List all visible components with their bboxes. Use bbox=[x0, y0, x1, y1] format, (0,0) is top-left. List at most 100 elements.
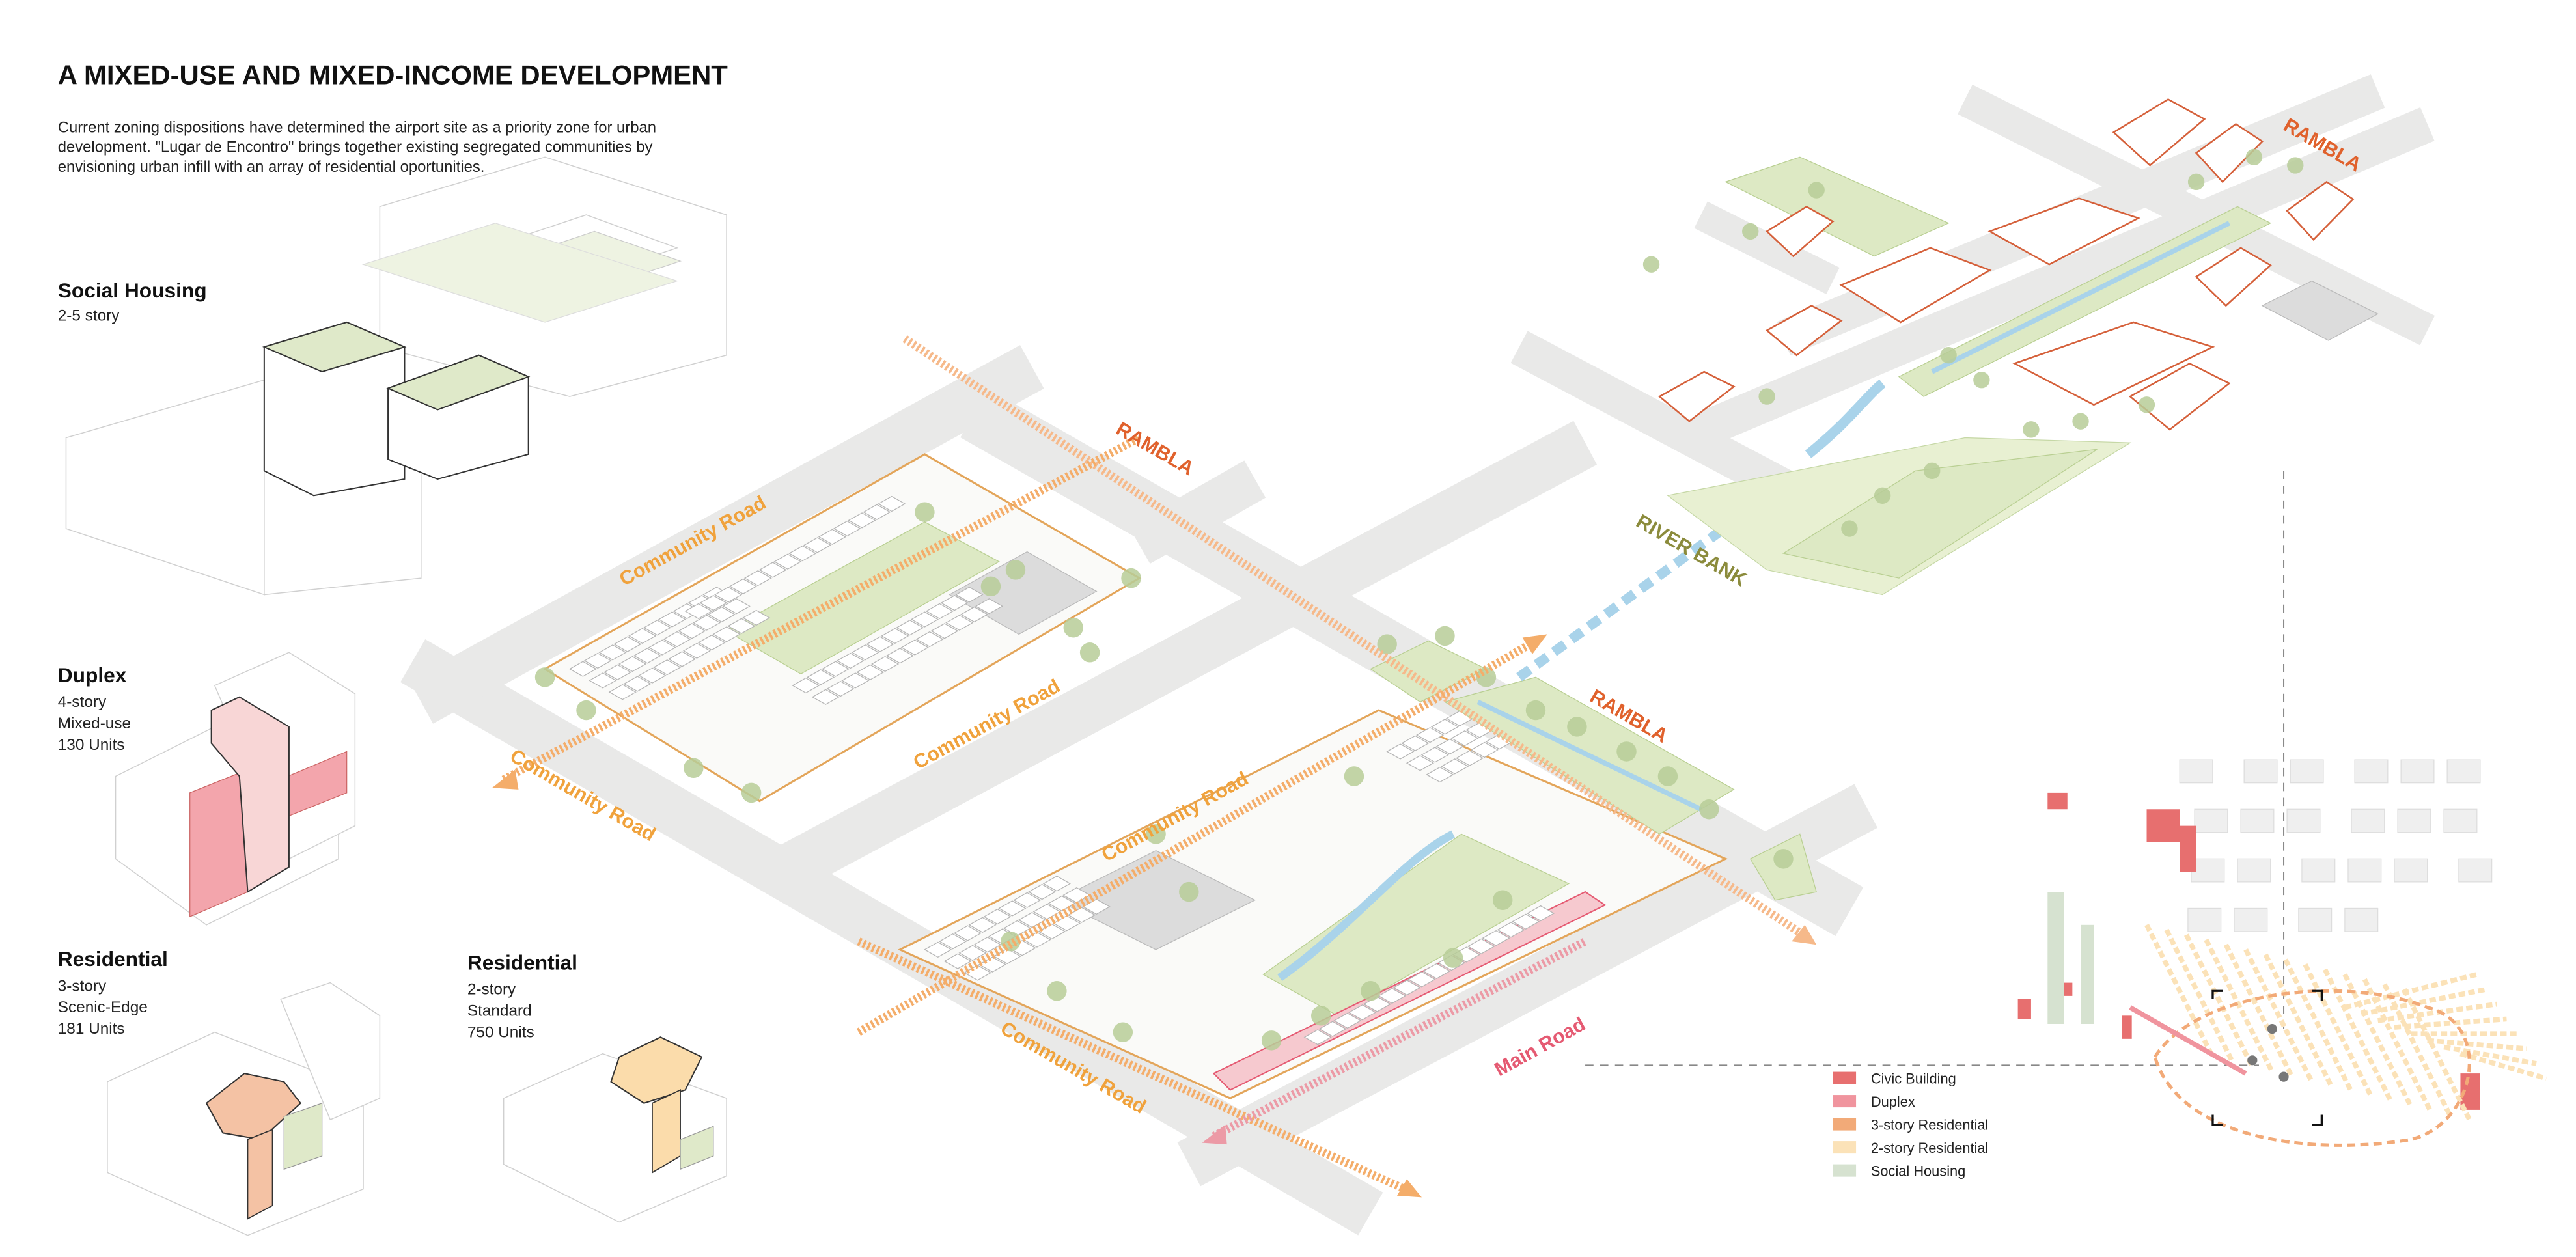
house bbox=[693, 615, 721, 631]
house bbox=[653, 659, 682, 676]
house bbox=[1422, 963, 1451, 979]
tree bbox=[1079, 642, 1100, 663]
house bbox=[697, 634, 726, 651]
tree bbox=[1261, 1030, 1282, 1051]
house bbox=[975, 598, 1003, 615]
tree bbox=[2245, 148, 2263, 166]
tree bbox=[1063, 618, 1083, 638]
house bbox=[930, 623, 959, 639]
tree bbox=[1699, 799, 1719, 820]
legend-label: Social Housing bbox=[1871, 1163, 1965, 1179]
house bbox=[955, 587, 984, 603]
house bbox=[728, 578, 758, 594]
tree bbox=[1493, 890, 1513, 910]
house bbox=[684, 603, 713, 620]
tree bbox=[576, 700, 596, 721]
arrowhead-icon bbox=[1202, 1124, 1227, 1145]
house bbox=[788, 545, 817, 562]
house bbox=[682, 642, 712, 659]
stream bbox=[1277, 830, 1455, 982]
house bbox=[1420, 747, 1449, 763]
arrowhead-icon bbox=[1396, 1179, 1422, 1198]
inset-building-block bbox=[2195, 247, 2272, 307]
legend-swatch bbox=[1833, 1164, 1857, 1177]
house bbox=[1303, 1029, 1332, 1045]
social-housing-illustration bbox=[65, 156, 727, 596]
context-block bbox=[2290, 759, 2324, 784]
civic-building bbox=[2047, 792, 2068, 810]
house bbox=[1426, 766, 1454, 783]
community-road-southwest bbox=[400, 639, 1383, 1236]
house bbox=[940, 595, 969, 611]
tree bbox=[1113, 1022, 1133, 1042]
inset-building-block bbox=[2286, 180, 2355, 241]
house bbox=[1401, 735, 1430, 751]
house bbox=[841, 672, 870, 689]
building-type-detail: 2-story bbox=[467, 980, 516, 998]
inset-building-block bbox=[1839, 247, 1992, 324]
legend-label: Civic Building bbox=[1871, 1070, 1956, 1086]
house bbox=[743, 570, 772, 587]
civic-building bbox=[2122, 1015, 2132, 1039]
tree bbox=[1773, 849, 1794, 869]
house bbox=[603, 664, 632, 680]
tree bbox=[1311, 1006, 1331, 1026]
2-story-residential-street bbox=[2223, 943, 2295, 1078]
block-outline bbox=[897, 709, 1728, 1099]
civic-building bbox=[2180, 825, 2196, 872]
building-type-detail: 4-story bbox=[58, 693, 107, 711]
tree bbox=[1642, 256, 1660, 273]
main-road bbox=[1177, 784, 1878, 1187]
2-story-residential-street bbox=[2323, 968, 2394, 1103]
tree bbox=[1657, 766, 1678, 786]
house bbox=[881, 628, 909, 644]
legend-swatch bbox=[1833, 1118, 1857, 1131]
house bbox=[856, 664, 885, 680]
house bbox=[1407, 971, 1436, 988]
building-type-name: Residential bbox=[467, 950, 577, 974]
inset-building-block bbox=[2128, 362, 2231, 431]
house bbox=[712, 626, 741, 642]
house bbox=[1378, 988, 1406, 1004]
house bbox=[1013, 892, 1042, 908]
house bbox=[1450, 730, 1479, 747]
legend-label: Duplex bbox=[1871, 1094, 1915, 1110]
house bbox=[1435, 738, 1464, 755]
house bbox=[938, 933, 967, 950]
2-story-residential-street bbox=[2402, 988, 2473, 1123]
house bbox=[598, 644, 627, 661]
inset-building-block bbox=[2012, 321, 2215, 406]
river-connection-line bbox=[1516, 511, 1745, 682]
tree bbox=[2287, 157, 2304, 174]
2-story-residential-street bbox=[2283, 958, 2354, 1093]
house bbox=[678, 623, 706, 639]
house bbox=[613, 636, 642, 652]
residential-3-story-illustration bbox=[107, 982, 381, 1236]
2-story-residential-street bbox=[2183, 933, 2255, 1068]
house bbox=[826, 680, 855, 697]
arrowhead-icon bbox=[1792, 924, 1817, 945]
context-block bbox=[2240, 808, 2275, 833]
tree bbox=[684, 758, 704, 779]
tree bbox=[1874, 487, 1891, 504]
building-type-detail: 3-story bbox=[58, 977, 107, 995]
tree bbox=[2072, 413, 2089, 430]
rambla-detail-inset bbox=[1510, 74, 2435, 596]
tree bbox=[1435, 626, 1455, 646]
residential-2-story-illustration bbox=[503, 1036, 727, 1223]
house bbox=[878, 495, 906, 512]
house bbox=[1333, 1012, 1362, 1029]
social-housing-area bbox=[2047, 892, 2064, 1025]
2-story-residential-street bbox=[2303, 963, 2374, 1098]
context-block bbox=[2234, 907, 2268, 932]
house bbox=[900, 639, 929, 656]
tree bbox=[1567, 717, 1587, 737]
house bbox=[589, 672, 617, 689]
inset-building-block bbox=[1987, 197, 2141, 266]
house bbox=[583, 652, 612, 669]
house bbox=[1527, 905, 1555, 922]
house bbox=[1348, 1004, 1377, 1021]
context-block bbox=[2187, 907, 2222, 932]
house bbox=[628, 628, 657, 644]
building-type-detail: Standard bbox=[467, 1002, 532, 1019]
